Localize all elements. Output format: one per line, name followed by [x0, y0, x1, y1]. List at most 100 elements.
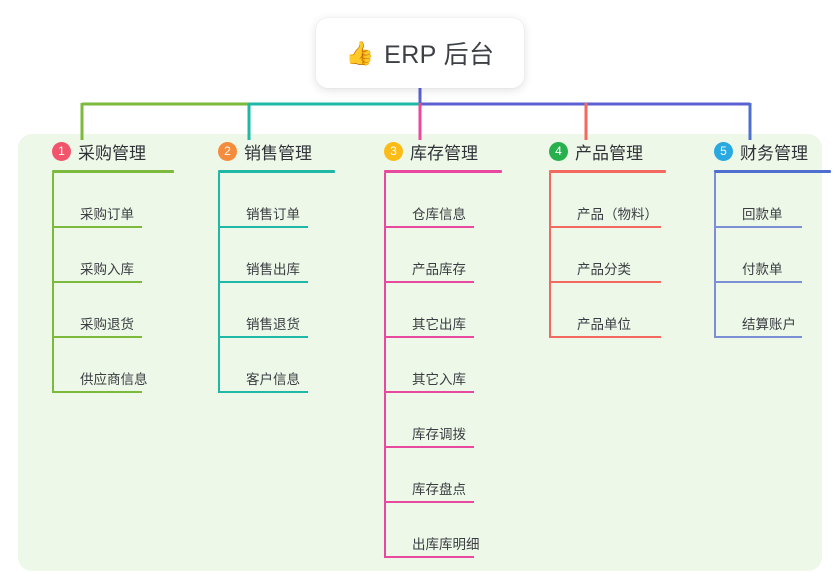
- category-item-label: 库存盘点: [412, 482, 466, 497]
- category-item-label: 采购订单: [80, 207, 134, 222]
- category-item[interactable]: 产品（物料）: [549, 173, 699, 228]
- category-item[interactable]: 采购入库: [52, 228, 192, 283]
- category-item-underline: [384, 501, 474, 503]
- category-item-underline: [384, 446, 474, 448]
- category-item-underline: [714, 336, 802, 338]
- category-title: 采购管理: [78, 143, 146, 163]
- category-title: 库存管理: [410, 143, 478, 163]
- category-underline: [384, 170, 502, 173]
- category-item-label: 供应商信息: [80, 372, 148, 387]
- category-underline: [714, 170, 831, 173]
- category-header[interactable]: 1 采购管理: [32, 134, 192, 168]
- category-item-label: 产品单位: [577, 317, 631, 332]
- category-item-underline: [549, 281, 661, 283]
- category-item-underline: [549, 226, 661, 228]
- category-item-underline: [384, 556, 474, 558]
- category-item[interactable]: 销售退货: [218, 283, 358, 338]
- category-item-list: 销售订单销售出库销售退货客户信息: [218, 173, 358, 393]
- category-underline: [549, 170, 666, 173]
- category-item[interactable]: 供应商信息: [52, 338, 192, 393]
- category-item-underline: [384, 226, 474, 228]
- diagram-panel-background: [18, 134, 822, 571]
- category-number-badge: 2: [218, 141, 237, 161]
- column-spine: [384, 173, 386, 558]
- category-item-label: 采购入库: [80, 262, 134, 277]
- category-item-underline: [52, 226, 142, 228]
- category-item[interactable]: 产品分类: [549, 228, 699, 283]
- category-item-label: 结算账户: [742, 317, 796, 332]
- category-underline: [52, 170, 174, 173]
- category-item-label: 回款单: [742, 207, 783, 222]
- category-item[interactable]: 付款单: [714, 228, 834, 283]
- category-item-list: 采购订单采购入库采购退货供应商信息: [52, 173, 192, 393]
- category-item[interactable]: 销售出库: [218, 228, 358, 283]
- category-title: 产品管理: [575, 143, 643, 163]
- category-item[interactable]: 结算账户: [714, 283, 834, 338]
- column-spine: [218, 173, 220, 393]
- category-item-label: 库存调拨: [412, 427, 466, 442]
- category-item-underline: [384, 336, 474, 338]
- category-item[interactable]: 库存盘点: [384, 448, 524, 503]
- category-item-label: 其它入库: [412, 372, 466, 387]
- category-item-label: 客户信息: [246, 372, 300, 387]
- thumbs-up-icon: 👍: [345, 39, 375, 66]
- category-column: 2 销售管理销售订单销售出库销售退货客户信息: [198, 134, 358, 393]
- category-number-badge: 1: [52, 141, 71, 161]
- category-underline: [218, 170, 335, 173]
- category-item-underline: [52, 336, 142, 338]
- column-spine: [549, 173, 551, 338]
- category-item-underline: [384, 281, 474, 283]
- category-item[interactable]: 回款单: [714, 173, 834, 228]
- category-number-badge: 5: [714, 141, 733, 161]
- category-header[interactable]: 3 库存管理: [364, 134, 524, 168]
- category-item[interactable]: 库存调拨: [384, 393, 524, 448]
- root-node-title: ERP 后台: [384, 41, 495, 69]
- category-item-label: 产品分类: [577, 262, 631, 277]
- category-item-label: 其它出库: [412, 317, 466, 332]
- category-item-label: 采购退货: [80, 317, 134, 332]
- category-item-underline: [218, 391, 308, 393]
- root-node-card[interactable]: 👍 ERP 后台: [316, 18, 524, 88]
- category-item-list: 产品（物料） 产品分类产品单位: [549, 173, 699, 338]
- category-item-underline: [549, 336, 661, 338]
- column-spine: [714, 173, 716, 338]
- category-item[interactable]: 销售订单: [218, 173, 358, 228]
- category-item[interactable]: 产品单位: [549, 283, 699, 338]
- category-item-underline: [218, 226, 308, 228]
- category-item-underline: [52, 391, 142, 393]
- root-node-content: 👍 ERP 后台: [346, 35, 495, 71]
- category-column: 3 库存管理仓库信息产品库存其它出库其它入库库存调拨库存盘点出库库明细: [364, 134, 524, 558]
- category-item-underline: [52, 281, 142, 283]
- category-header[interactable]: 2 销售管理: [198, 134, 358, 168]
- category-column: 1 采购管理采购订单采购入库采购退货供应商信息: [32, 134, 192, 393]
- category-item-label: 销售退货: [246, 317, 300, 332]
- category-item[interactable]: 客户信息: [218, 338, 358, 393]
- category-item[interactable]: 其它出库: [384, 283, 524, 338]
- category-item[interactable]: 其它入库: [384, 338, 524, 393]
- category-item[interactable]: 采购订单: [52, 173, 192, 228]
- category-item[interactable]: 采购退货: [52, 283, 192, 338]
- category-header[interactable]: 5 财务管理: [694, 134, 834, 168]
- category-item[interactable]: 产品库存: [384, 228, 524, 283]
- category-item-label: 产品（物料）: [577, 207, 658, 222]
- category-item-underline: [384, 391, 474, 393]
- category-item-label: 出库库明细: [412, 537, 480, 552]
- category-item-label: 销售出库: [246, 262, 300, 277]
- category-item-label: 仓库信息: [412, 207, 466, 222]
- category-item-underline: [714, 281, 802, 283]
- category-item-underline: [218, 281, 308, 283]
- category-item-label: 付款单: [742, 262, 783, 277]
- category-number-badge: 3: [384, 141, 403, 161]
- category-item-label: 销售订单: [246, 207, 300, 222]
- category-title: 销售管理: [244, 143, 312, 163]
- category-item[interactable]: 出库库明细: [384, 503, 524, 558]
- category-title: 财务管理: [740, 143, 808, 163]
- category-item[interactable]: 仓库信息: [384, 173, 524, 228]
- category-item-label: 产品库存: [412, 262, 466, 277]
- column-spine: [52, 173, 54, 393]
- category-item-underline: [714, 226, 802, 228]
- category-item-underline: [218, 336, 308, 338]
- category-item-list: 仓库信息产品库存其它出库其它入库库存调拨库存盘点出库库明细: [384, 173, 524, 558]
